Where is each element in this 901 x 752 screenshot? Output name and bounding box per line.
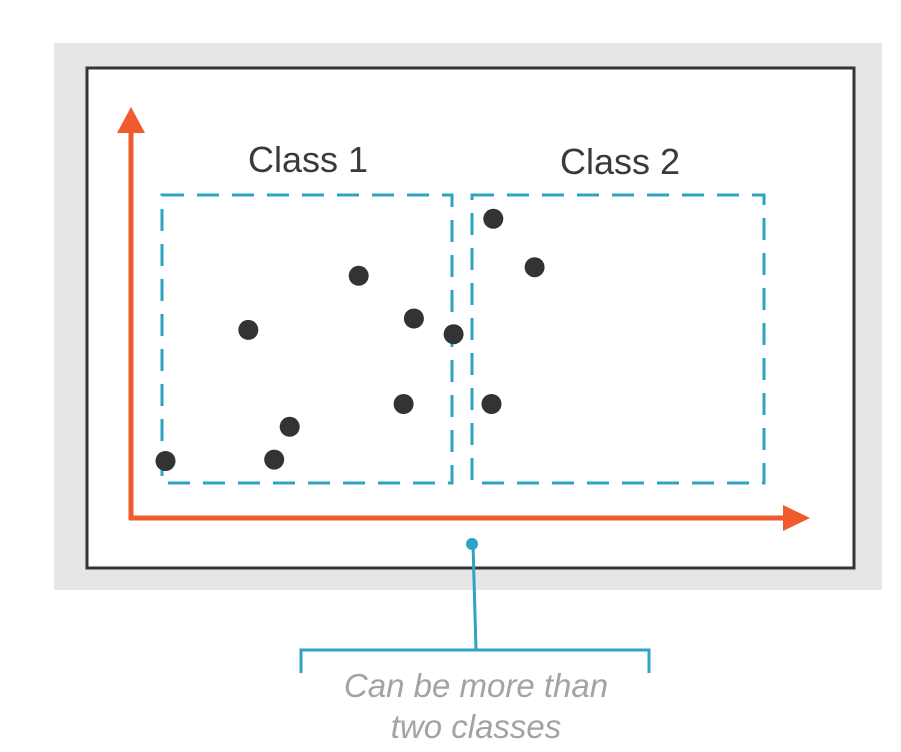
x-axis-arrowhead [783,505,810,531]
callout-bracket [299,648,651,673]
class-1-point-4 [264,449,285,470]
class-2-point-1 [393,394,414,414]
class-2-point-6 [524,257,545,278]
y-axis-arrowhead [117,107,145,133]
callout-text-line-1: Can be more than [344,667,608,704]
class-2-point-5 [483,208,504,229]
callout-connector-line [471,543,478,651]
callout-text-line-2: two classes [391,708,562,745]
data-points [155,208,545,471]
class-1-label: Class 1 [248,139,368,180]
class-1-point-5 [348,265,369,286]
class-2-point-2 [403,308,424,329]
class-1-point-2 [238,319,259,340]
class-1-point-3 [279,416,300,437]
class-1-point-1 [155,451,176,471]
class-2-label: Class 2 [560,141,680,182]
class-2-point-4 [481,394,502,414]
callout-anchor-dot [466,538,478,550]
class-2-box [470,193,766,485]
class-2-point-3 [443,324,464,345]
